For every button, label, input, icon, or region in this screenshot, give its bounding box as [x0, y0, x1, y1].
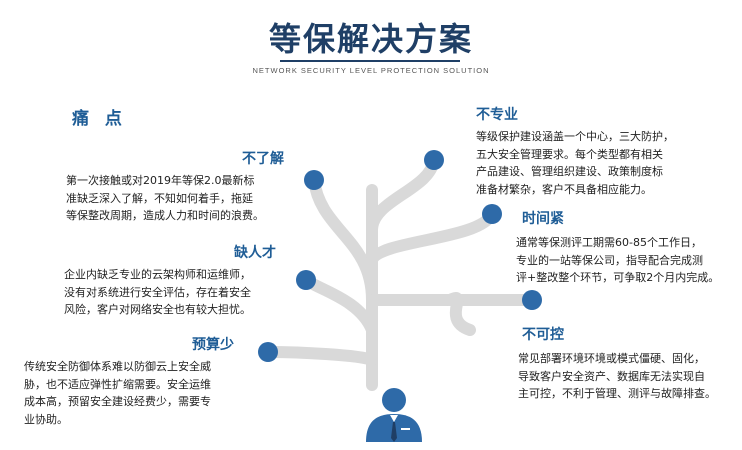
page-subtitle: NETWORK SECURITY LEVEL PROTECTION SOLUTI…: [252, 66, 490, 75]
page-title: 等保解决方案: [268, 20, 473, 58]
left-item-title: 缺人才: [234, 245, 276, 261]
circle-node-icon: [522, 290, 542, 310]
branch-left-1: [308, 174, 378, 306]
right-item-text: 常见部署环境环境或模式僵硬、固化， 导致客户安全资产、数据库无法实现自 主可控，…: [518, 352, 716, 400]
circle-node-icon: [482, 204, 502, 224]
circle-node-icon: [296, 270, 316, 290]
businessman-icon: [366, 388, 422, 442]
right-item-title: 不专业: [476, 107, 518, 123]
title-divider: [280, 60, 460, 62]
right-item-title: 不可控: [522, 327, 564, 343]
branch-right-1: [366, 154, 440, 236]
left-item-text: 企业内缺乏专业的云架构师和运维师， 没有对系统进行安全评估，存在着安全 风险，客…: [64, 268, 251, 316]
branch-left-2: [300, 274, 378, 336]
branch-right-2: [366, 208, 498, 266]
branch-nodes: [258, 150, 542, 362]
left-item-text: 传统安全防御体系难以防御云上安全威 胁，也不适应弹性扩缩需要。安全运维 成本高，…: [24, 360, 211, 426]
left-item-title: 预算少: [192, 337, 234, 353]
left-item-text: 第一次接触或对2019年等保2.0最新标 准缺乏深入了解，不知如何着手，拖延 等…: [66, 174, 264, 222]
branch-left-3: [262, 346, 378, 366]
right-item-text: 通常等保测评工期需60-85个工作日， 专业的一站等保公司，指导配合完成测 评+…: [516, 236, 720, 284]
right-item-text: 等级保护建设涵盖一个中心，三大防护， 五大安全管理要求。每个类型都有相关 产品建…: [476, 130, 674, 196]
branch-right-3b: [444, 292, 476, 336]
circle-node-icon: [424, 150, 444, 170]
circle-node-icon: [304, 170, 324, 190]
right-item-title: 时间紧: [522, 211, 564, 227]
circle-node-icon: [258, 342, 278, 362]
left-item-title: 不了解: [242, 151, 284, 167]
pain-points-heading: 痛 点: [72, 109, 127, 129]
